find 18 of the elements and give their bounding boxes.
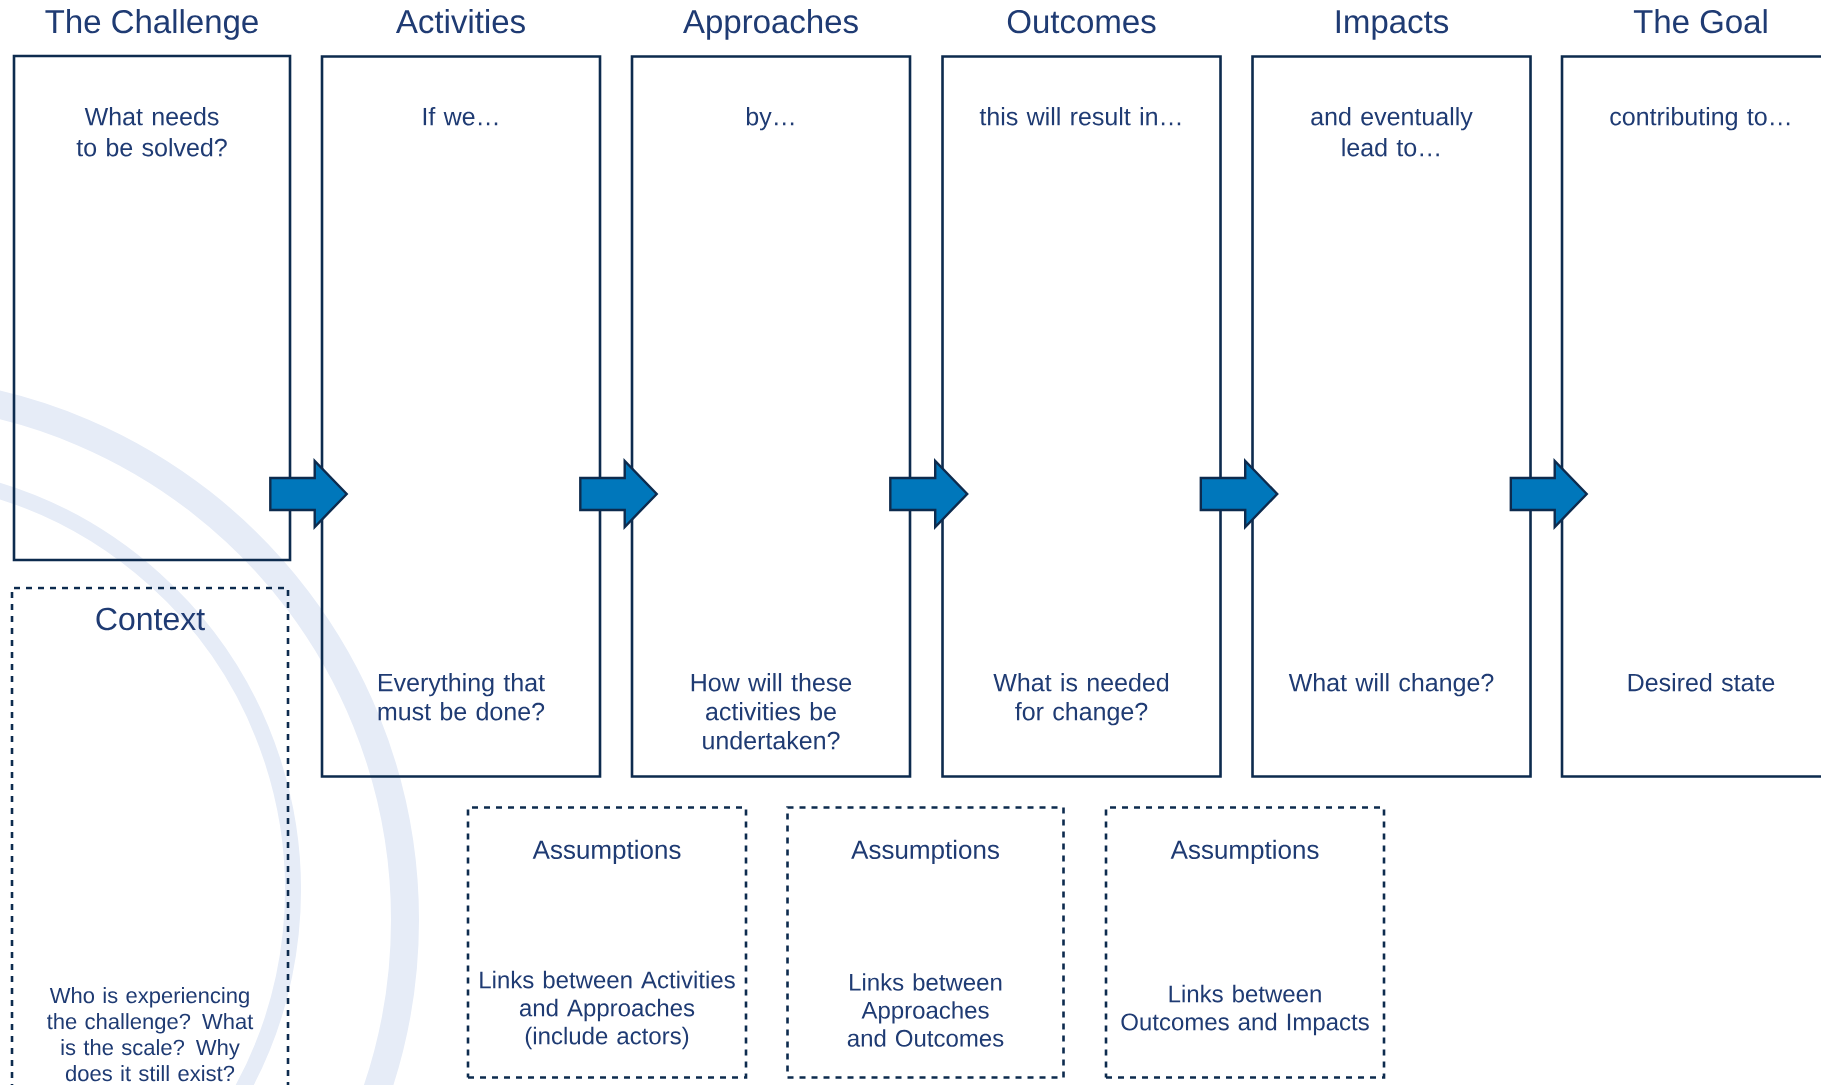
block-arrow xyxy=(1509,458,1589,530)
column-box: Activities If we… Everything that must be done? xyxy=(320,9,602,778)
block-arrow xyxy=(1199,458,1279,530)
column-box: Approaches by… How will these activities be undertaken? xyxy=(630,9,912,778)
node-label: The Goal xyxy=(1633,9,1767,34)
column-box: Impacts and eventually lead to… What will change? xyxy=(1251,10,1532,778)
block-arrow xyxy=(579,458,659,530)
node-label: Approaches xyxy=(683,9,858,40)
column-box: The Goal contributing to… Desired state xyxy=(1560,9,1821,778)
assumptions-box: Assumptions Links between Approaches and Outcomes xyxy=(786,806,1065,1079)
node-label: Impacts xyxy=(1336,10,1449,40)
node-label: Activities xyxy=(395,9,525,34)
assumptions-box: Assumptions Links between Activities and Approaches (include actors) xyxy=(466,806,748,1079)
node-label: The Challenge xyxy=(45,9,258,40)
assumptions-box: Assumptions Links between Outcomes and Impacts xyxy=(1104,806,1386,1079)
node-label: Outcomes xyxy=(1007,9,1156,34)
column-box: Outcomes this will result in… What is needed for change? xyxy=(941,9,1222,778)
block-arrow xyxy=(889,458,969,530)
